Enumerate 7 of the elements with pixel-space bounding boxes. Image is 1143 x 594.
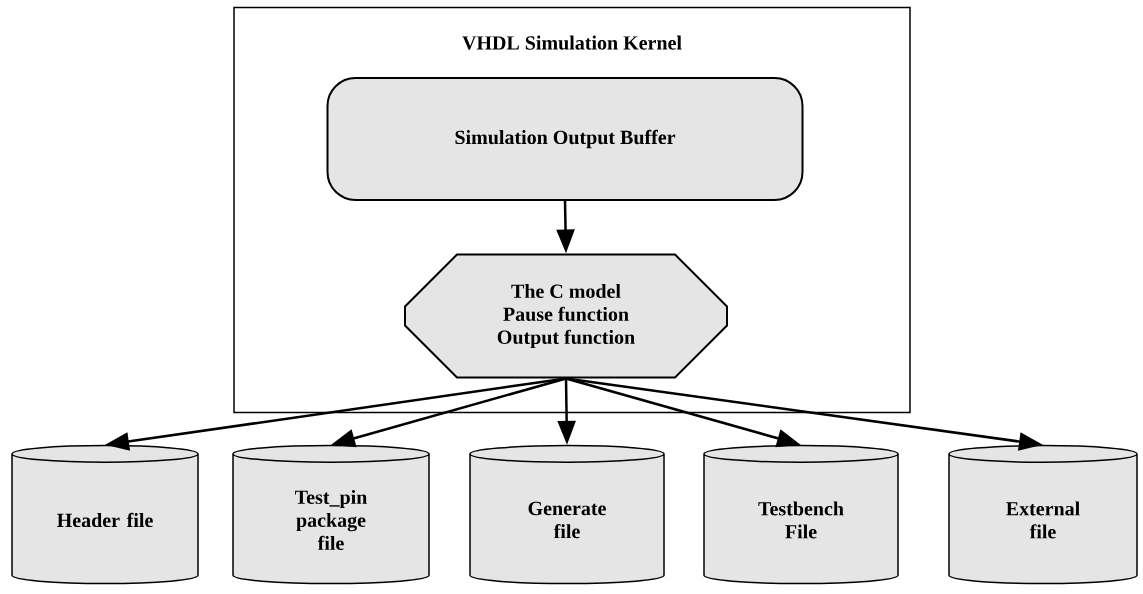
file-cylinder: External file: [948, 444, 1138, 585]
file-cylinder: Test_pin package file: [232, 444, 430, 585]
model-octagon: The C model Pause function Output function: [404, 253, 728, 379]
file-cylinder: Testbench File: [703, 444, 899, 585]
file-cylinder: Header file: [11, 444, 199, 585]
buffer-box: Simulation Output Buffer: [326, 77, 804, 201]
file-cylinder: Generate file: [469, 444, 665, 585]
